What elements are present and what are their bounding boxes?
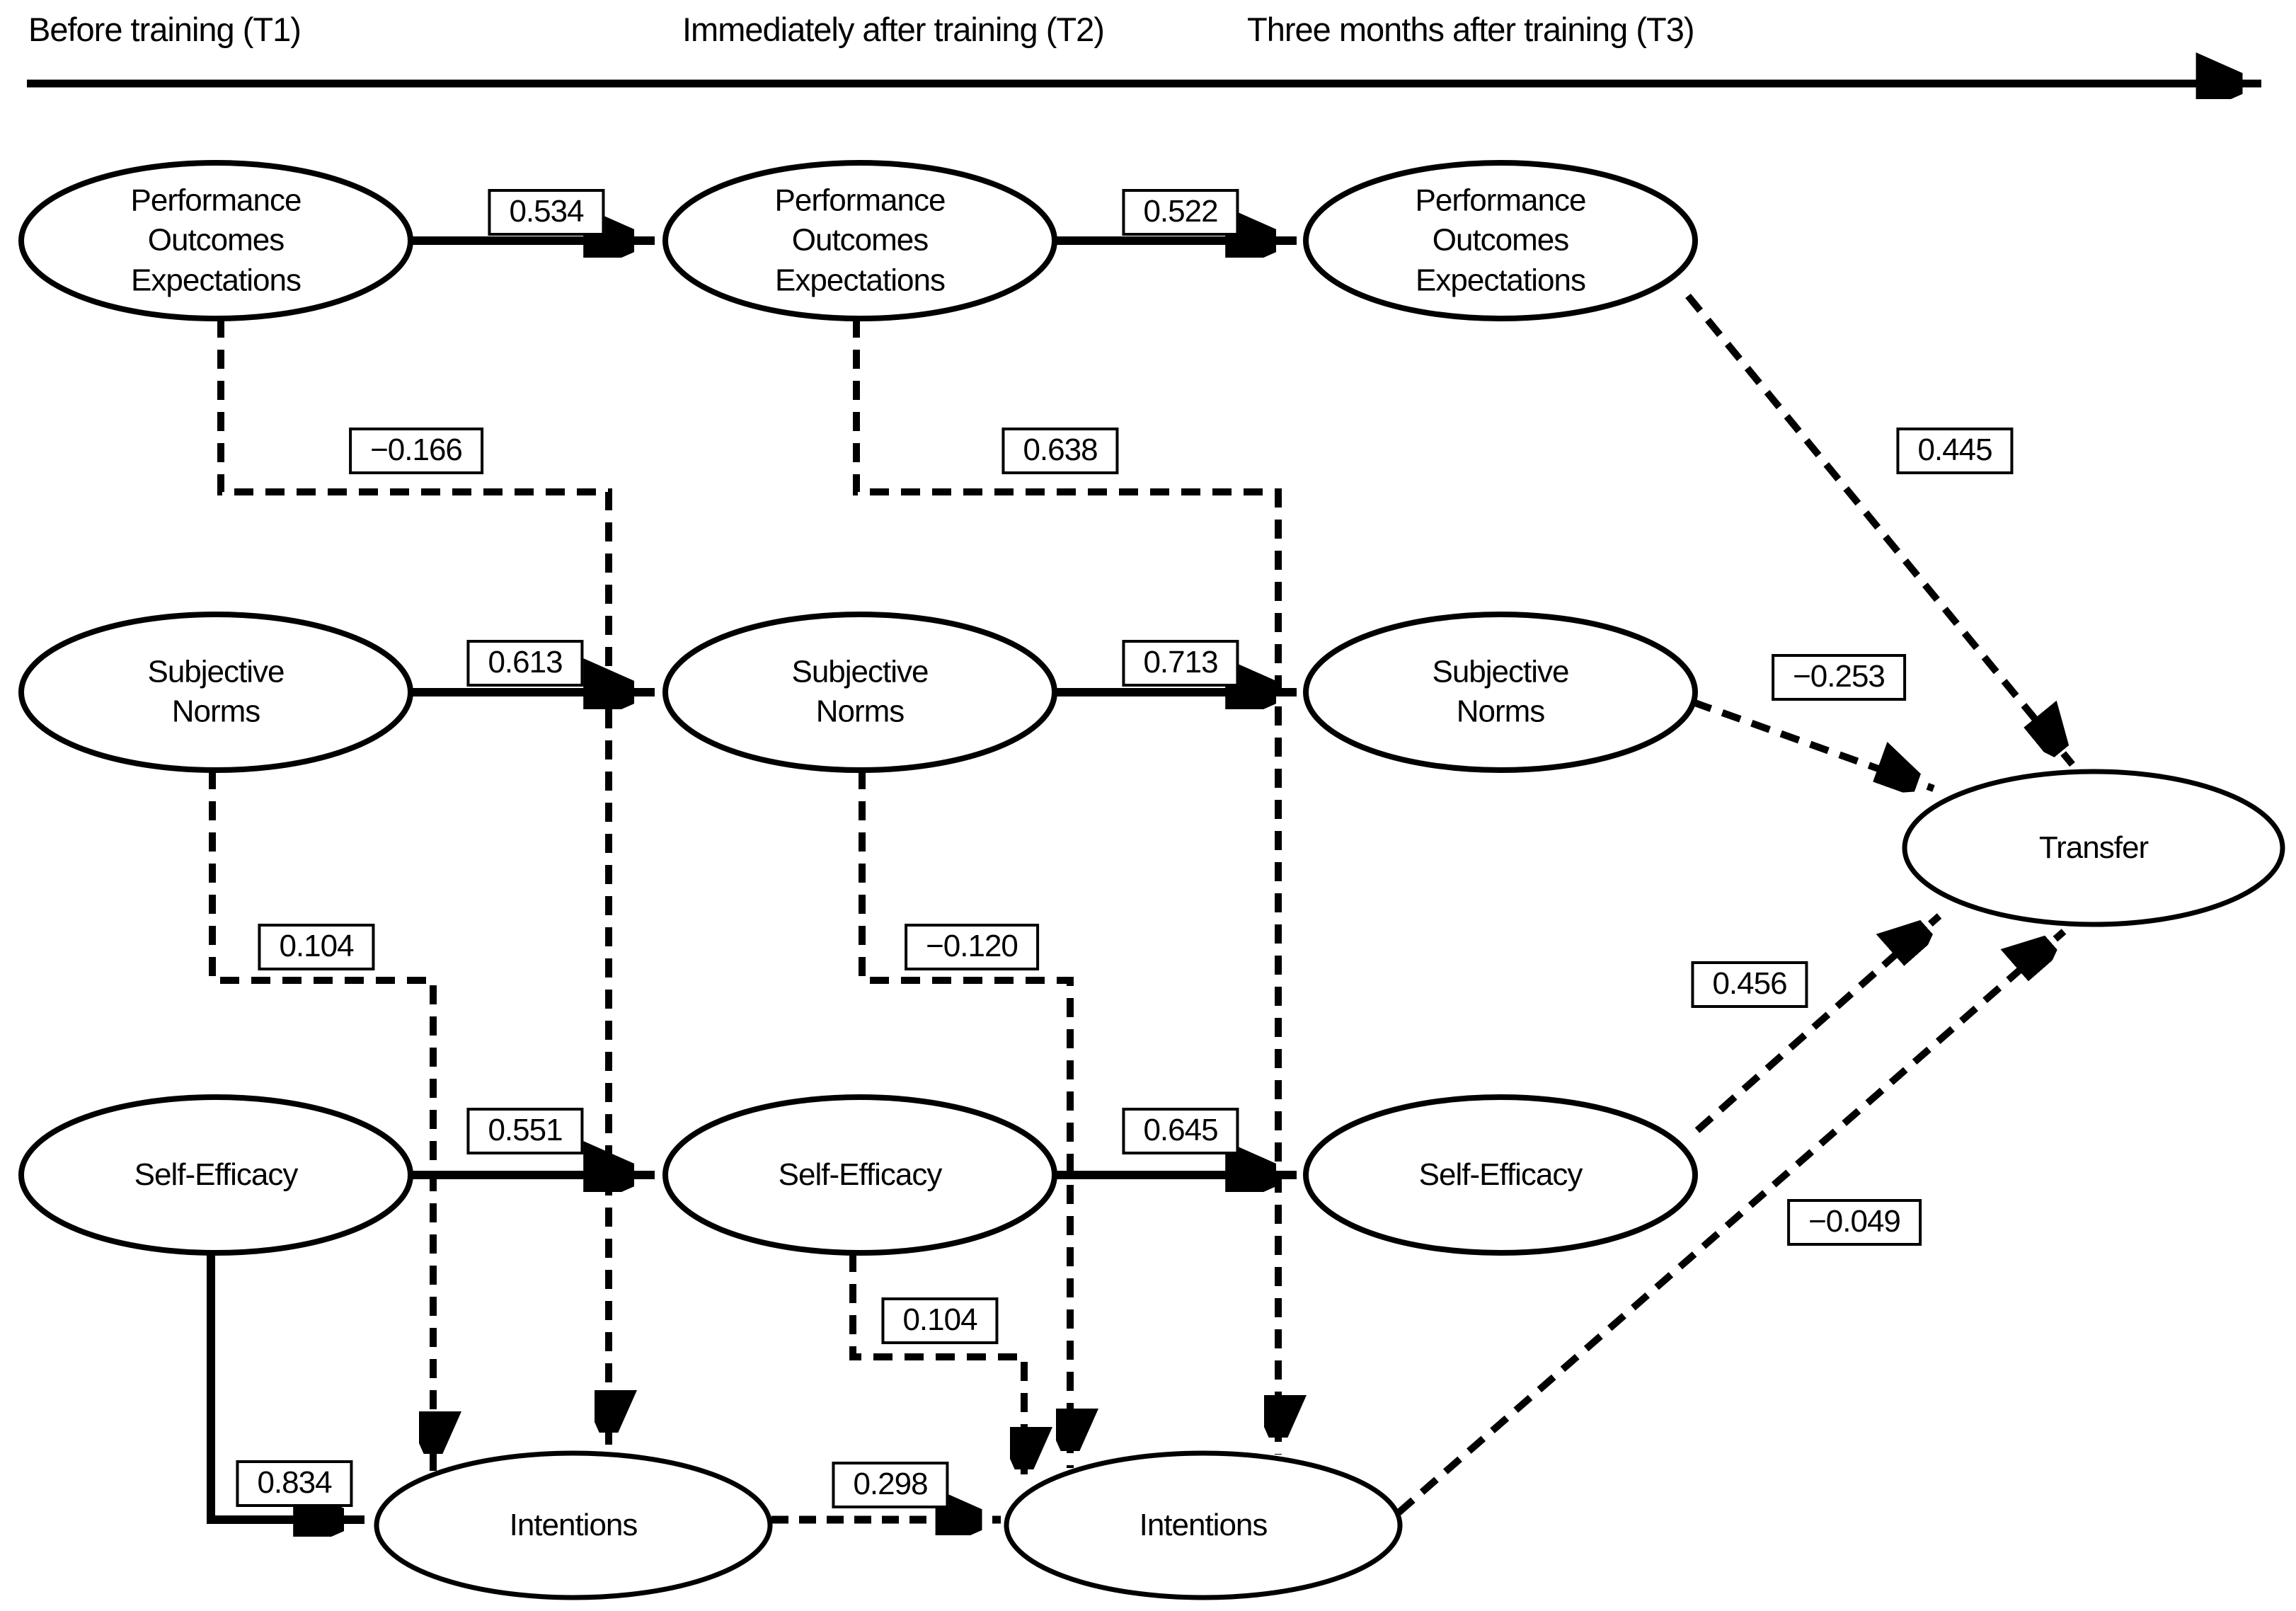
coef-intentions-t2-transfer: −0.049 bbox=[1787, 1199, 1922, 1246]
node-intentions-t2-ellipse bbox=[1004, 1450, 1403, 1600]
edge-poe-t2-to-intentions-t2 bbox=[853, 319, 1278, 1455]
coef-se-t1-intentions-t1: 0.834 bbox=[236, 1460, 353, 1507]
node-se-t2-label: Self-Efficacy bbox=[778, 1155, 943, 1195]
edge-se-t3-to-transfer bbox=[1694, 916, 1942, 1133]
node-poe-t3-line1: Performance bbox=[1415, 183, 1587, 218]
timeline-label-t2: Immediately after training (T2) bbox=[682, 11, 1105, 48]
node-transfer-ellipse bbox=[1902, 769, 2285, 927]
node-sn-t1-line1: Subjective bbox=[147, 654, 285, 689]
coef-sn-t2-sn-t3: 0.713 bbox=[1122, 640, 1239, 687]
node-intentions-t1-label: Intentions bbox=[510, 1506, 638, 1545]
node-sn-t2-line2: Norms bbox=[815, 694, 905, 729]
node-sn-t3-line2: Norms bbox=[1456, 694, 1546, 729]
node-sn-t1-label: Subjective Norms bbox=[147, 653, 285, 733]
timeline-label-t3: Three months after training (T3) bbox=[1247, 11, 1694, 48]
edge-se-t1-to-intentions-t1 bbox=[207, 1253, 365, 1520]
timeline-label-t1: Before training (T1) bbox=[28, 11, 302, 48]
coef-se-t2-intentions-t2: 0.104 bbox=[881, 1297, 999, 1344]
node-se-t1-label: Self-Efficacy bbox=[134, 1155, 299, 1195]
node-se-t2-ellipse bbox=[662, 1094, 1057, 1256]
node-sn-t3-ellipse bbox=[1303, 612, 1698, 773]
node-sn-t2-line1: Subjective bbox=[791, 654, 929, 689]
node-sn-t2-ellipse bbox=[662, 612, 1057, 773]
node-poe-t1-line3: Expectations bbox=[131, 263, 302, 298]
coef-poe-t1-intentions-t1: −0.166 bbox=[349, 428, 483, 474]
coef-se-t1-se-t2: 0.551 bbox=[466, 1108, 584, 1154]
node-poe-t2-line3: Expectations bbox=[775, 263, 946, 298]
node-poe-t3-line2: Outcomes bbox=[1432, 222, 1570, 258]
node-poe-t1-label: Performance Outcomes Expectations bbox=[131, 181, 302, 301]
node-intentions-t2-line1: Intentions bbox=[1139, 1507, 1268, 1542]
node-se-t1-ellipse bbox=[18, 1094, 413, 1256]
coef-sn-t3-transfer: −0.253 bbox=[1772, 654, 1906, 701]
coef-poe-t2-poe-t3: 0.522 bbox=[1122, 189, 1239, 236]
node-poe-t2-ellipse bbox=[662, 160, 1057, 321]
edge-sn-t3-to-transfer bbox=[1692, 699, 1935, 789]
coef-poe-t1-poe-t2: 0.534 bbox=[488, 189, 605, 236]
coef-intentions-t1-intentions-t2: 0.298 bbox=[832, 1462, 949, 1508]
edge-intentions-t2-to-transfer bbox=[1396, 931, 2067, 1515]
node-poe-t2-line2: Outcomes bbox=[791, 222, 929, 258]
node-se-t3-label: Self-Efficacy bbox=[1419, 1155, 1583, 1195]
node-poe-t3-ellipse bbox=[1303, 160, 1698, 321]
node-transfer-line1: Transfer bbox=[2038, 830, 2149, 865]
node-transfer-label: Transfer bbox=[2038, 828, 2149, 868]
node-sn-t3-line1: Subjective bbox=[1432, 654, 1569, 689]
coef-poe-t3-transfer: 0.445 bbox=[1896, 428, 2014, 474]
node-intentions-t1-ellipse bbox=[374, 1450, 773, 1600]
node-poe-t3-label: Performance Outcomes Expectations bbox=[1415, 181, 1587, 301]
edge-se-t2-to-intentions-t2 bbox=[849, 1253, 1024, 1486]
node-intentions-t2-label: Intentions bbox=[1140, 1506, 1268, 1545]
node-sn-t1-ellipse bbox=[18, 612, 413, 773]
node-sn-t2-label: Subjective Norms bbox=[791, 653, 929, 733]
node-se-t3-line1: Self-Efficacy bbox=[1418, 1157, 1583, 1192]
node-poe-t1-line1: Performance bbox=[130, 183, 302, 218]
node-se-t2-line1: Self-Efficacy bbox=[778, 1157, 943, 1192]
node-se-t3-ellipse bbox=[1303, 1094, 1698, 1256]
node-poe-t1-ellipse bbox=[18, 160, 413, 321]
coef-sn-t2-intentions-t2: −0.120 bbox=[905, 924, 1039, 970]
node-poe-t1-line2: Outcomes bbox=[147, 222, 285, 258]
edge-sn-t1-to-intentions-t1 bbox=[209, 770, 433, 1471]
coef-poe-t2-intentions-t2: 0.638 bbox=[1001, 428, 1119, 474]
edge-sn-t2-to-intentions-t2 bbox=[859, 770, 1070, 1468]
node-sn-t1-line2: Norms bbox=[171, 694, 261, 729]
node-poe-t3-line3: Expectations bbox=[1416, 263, 1586, 298]
edge-poe-t1-to-intentions-t1 bbox=[217, 319, 609, 1450]
node-intentions-t1-line1: Intentions bbox=[509, 1507, 638, 1542]
node-se-t1-line1: Self-Efficacy bbox=[134, 1157, 299, 1192]
node-poe-t2-label: Performance Outcomes Expectations bbox=[775, 181, 946, 301]
node-sn-t3-label: Subjective Norms bbox=[1432, 653, 1569, 733]
node-poe-t2-line1: Performance bbox=[774, 183, 946, 218]
edge-poe-t3-to-transfer bbox=[1685, 293, 2075, 767]
coef-sn-t1-sn-t2: 0.613 bbox=[466, 640, 584, 687]
coef-se-t3-transfer: 0.456 bbox=[1691, 961, 1808, 1008]
coef-sn-t1-intentions-t1: 0.104 bbox=[258, 924, 375, 970]
coef-se-t2-se-t3: 0.645 bbox=[1122, 1108, 1239, 1154]
